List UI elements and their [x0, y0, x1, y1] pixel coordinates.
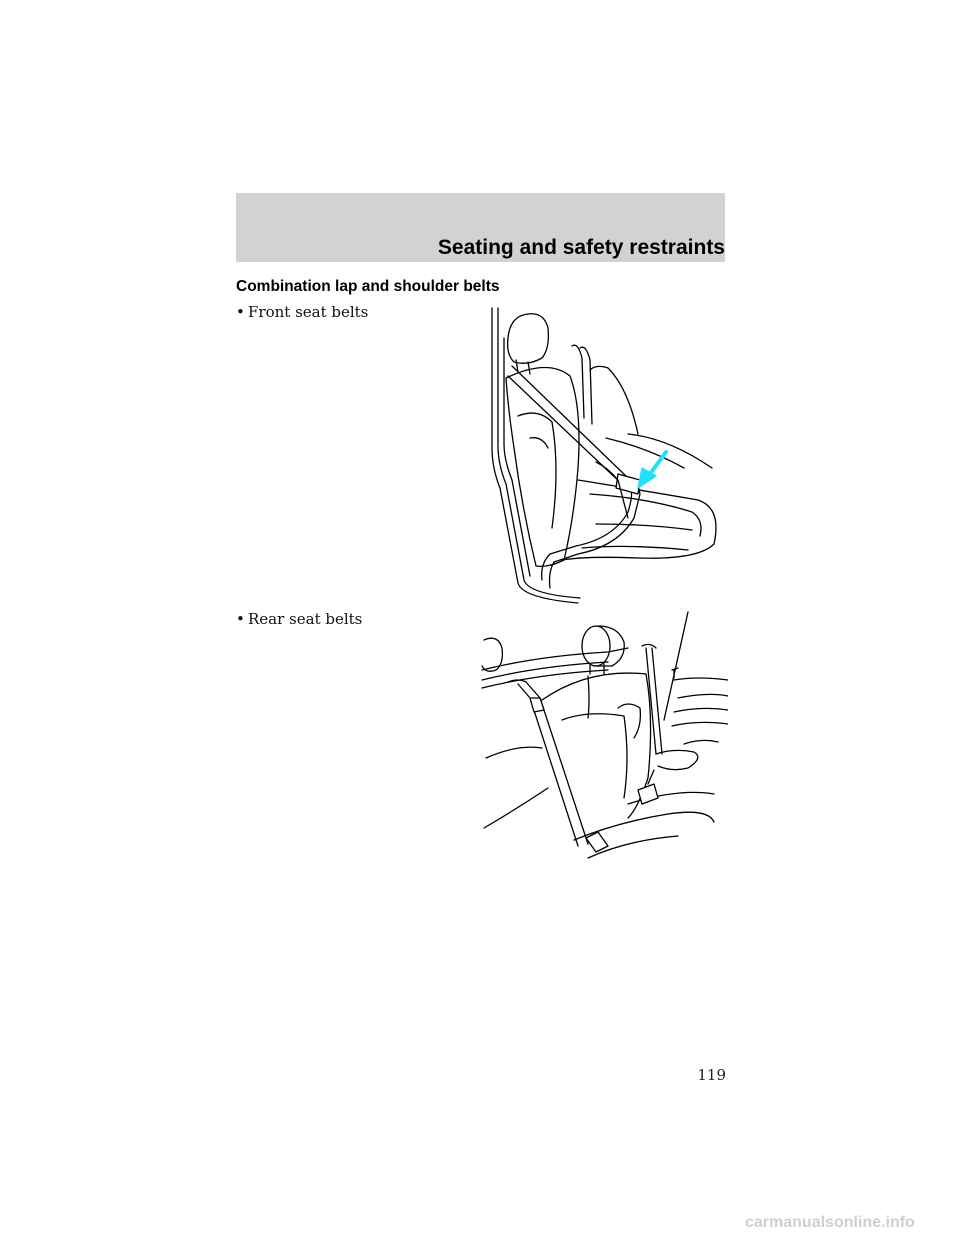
rear-seat-belt-illustration	[478, 608, 728, 863]
bullet-front-seat-belts: •Front seat belts	[236, 303, 368, 321]
bullet-marker: •	[236, 303, 245, 321]
watermark: carmanualsonline.info	[745, 1214, 915, 1231]
bullet-text: Rear seat belts	[248, 610, 363, 628]
page-title: Seating and safety restraints	[437, 236, 725, 259]
bullet-rear-seat-belts: •Rear seat belts	[236, 610, 362, 628]
section-heading: Combination lap and shoulder belts	[236, 278, 500, 295]
page-number: 119	[697, 1066, 726, 1084]
bullet-marker: •	[236, 610, 245, 628]
bullet-text: Front seat belts	[248, 303, 369, 321]
front-seat-belt-illustration	[478, 298, 728, 608]
header-band: Seating and safety restraints	[236, 193, 725, 262]
